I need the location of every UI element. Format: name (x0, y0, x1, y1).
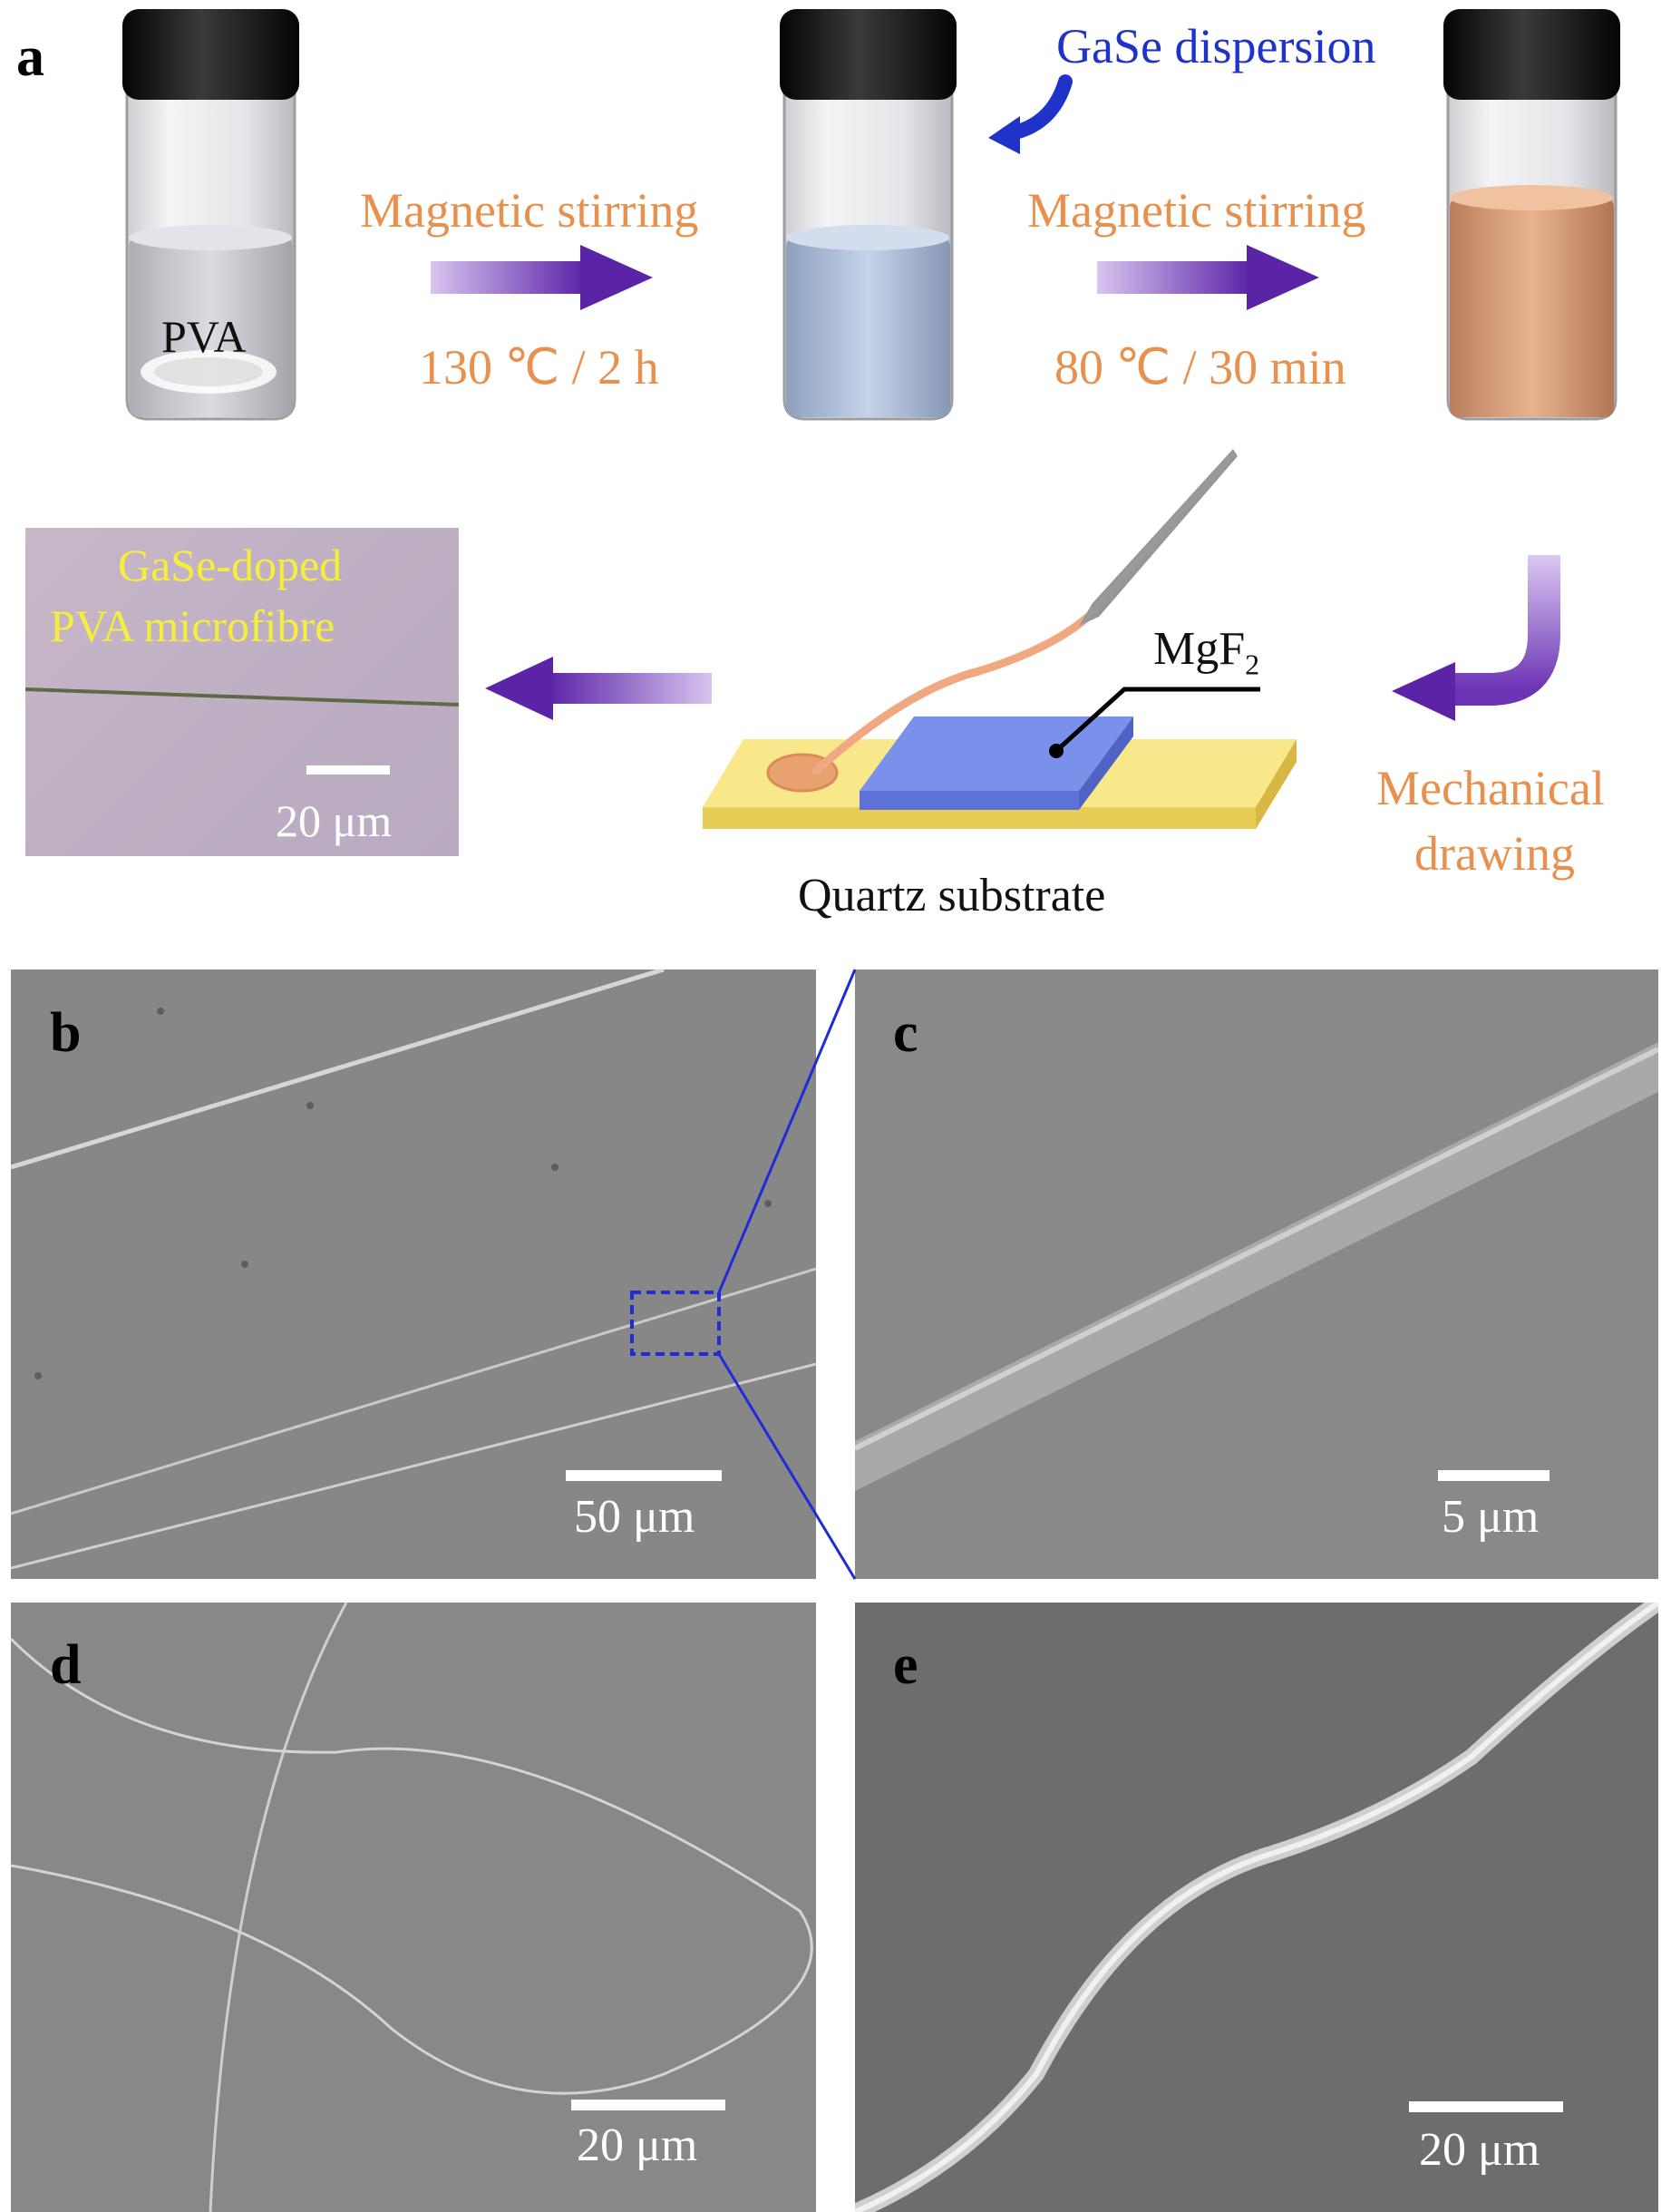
step1-title: Magnetic stirring (360, 183, 699, 238)
sem-b-graphics (11, 970, 816, 1579)
microfibre-optical-image (25, 528, 459, 856)
drawing-label-line1: Mechanical (1376, 761, 1605, 815)
vial-mixture (1443, 9, 1620, 421)
sem-panel-c (855, 970, 1658, 1579)
scale-label-d: 20 μm (577, 2119, 698, 2171)
scale-bar-c (1438, 1470, 1550, 1481)
fibre-drawing (766, 449, 1238, 793)
sem-panel-d (11, 1603, 816, 2212)
microfibre-label-line1: GaSe-doped (118, 540, 343, 590)
panel-letter-e: e (893, 1634, 918, 1696)
mgf2-label: MgF2 (1153, 623, 1260, 681)
step2-title: Magnetic stirring (1027, 183, 1366, 238)
mgf2-slab (860, 716, 1133, 810)
sem-d-graphics (11, 1603, 816, 2212)
step1-condition: 130 ℃ / 2 h (419, 340, 659, 395)
sem-panel-e (855, 1603, 1658, 2212)
arrow-step2 (1097, 245, 1319, 310)
mgf2-subscript: 2 (1245, 648, 1260, 681)
microfibre-label-line2: PVA microfibre (50, 600, 335, 651)
scale-bar-e (1409, 2101, 1563, 2112)
step2-condition: 80 ℃ / 30 min (1054, 340, 1346, 395)
panel-letter-b: b (50, 1002, 82, 1064)
arrow-step1 (431, 245, 653, 310)
microfibre-image-graphics (25, 687, 459, 775)
arrow-drawing (1392, 555, 1560, 721)
pva-label: PVA (161, 311, 247, 362)
panel-letter-c: c (893, 1002, 918, 1064)
scale-bar-b (566, 1470, 722, 1481)
microfibre-line (25, 687, 459, 706)
dispersion-label: GaSe dispersion (1056, 19, 1376, 73)
dispersion-arrow (988, 74, 1073, 154)
scale-bar-d (571, 2100, 725, 2110)
arrow-to-microfibre (485, 657, 712, 720)
panel-letter-d: d (50, 1634, 82, 1696)
sem-e-graphics (855, 1603, 1658, 2212)
quartz-substrate (703, 739, 1297, 829)
scale-bar-a (306, 765, 390, 775)
drawing-label-line2: drawing (1414, 826, 1575, 881)
vial-pva (122, 9, 299, 421)
vial-dispersion (780, 9, 957, 421)
mgf2-pointer (1049, 687, 1260, 758)
mgf2-text: MgF (1153, 623, 1246, 675)
scale-label-e: 20 μm (1419, 2124, 1540, 2176)
scale-label-b: 50 μm (574, 1491, 695, 1543)
panel-letter-a: a (16, 26, 44, 88)
substrate-label: Quartz substrate (798, 870, 1106, 921)
sem-c-graphics (855, 970, 1658, 1579)
zoom-region-box (630, 1291, 721, 1356)
scale-label-c: 5 μm (1442, 1491, 1540, 1543)
microfibre-scale-label: 20 μm (276, 795, 393, 846)
sem-panel-b (11, 970, 816, 1579)
